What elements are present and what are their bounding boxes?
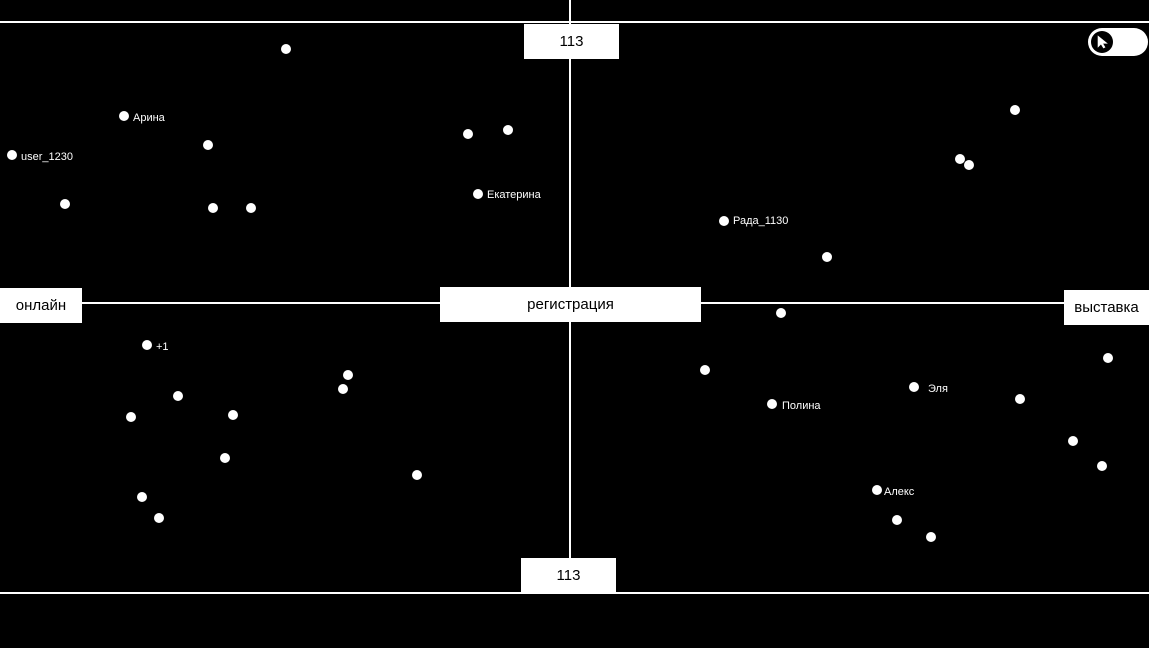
user-dot[interactable] [1010,105,1020,115]
user-dot[interactable] [1103,353,1113,363]
user-dot[interactable] [503,125,513,135]
user-label: Алекс [884,486,915,498]
user-label: Эля [928,383,948,395]
vertical-axis-line [569,0,571,558]
user-dot[interactable] [338,384,348,394]
left-axis-label-online[interactable]: онлайн [0,288,82,323]
bottom-border-line [0,592,1149,594]
user-dot[interactable] [776,308,786,318]
user-dot[interactable] [892,515,902,525]
user-dot[interactable] [926,532,936,542]
user-dot[interactable] [412,470,422,480]
bottom-count-badge: 113 [521,558,616,593]
user-dot[interactable] [126,412,136,422]
user-dot[interactable] [343,370,353,380]
user-dot[interactable] [463,129,473,139]
user-dot[interactable] [281,44,291,54]
user-dot[interactable] [208,203,218,213]
user-dot[interactable] [1068,436,1078,446]
user-dot[interactable] [119,111,129,121]
cursor-toggle[interactable] [1088,28,1148,56]
user-dot[interactable] [872,485,882,495]
top-count-badge: 113 [524,24,619,59]
user-dot[interactable] [822,252,832,262]
user-label: +1 [156,341,169,353]
user-dot[interactable] [719,216,729,226]
user-label: Екатерина [487,189,541,201]
user-dot[interactable] [228,410,238,420]
user-dot[interactable] [220,453,230,463]
user-dot[interactable] [955,154,965,164]
user-dot[interactable] [1097,461,1107,471]
user-dot[interactable] [909,382,919,392]
user-dot[interactable] [700,365,710,375]
user-label: Полина [782,400,821,412]
user-dot[interactable] [60,199,70,209]
user-dot[interactable] [964,160,974,170]
user-dot[interactable] [154,513,164,523]
user-dot[interactable] [1015,394,1025,404]
user-dot[interactable] [173,391,183,401]
user-label: Арина [133,112,165,124]
user-dot[interactable] [7,150,17,160]
user-dot[interactable] [137,492,147,502]
cursor-icon [1097,35,1108,49]
user-label: Рада_1130 [733,215,789,227]
user-dot[interactable] [203,140,213,150]
user-dot[interactable] [473,189,483,199]
center-axis-label-registration[interactable]: регистрация [440,287,701,322]
user-dot[interactable] [142,340,152,350]
user-dot[interactable] [767,399,777,409]
top-border-line [0,21,1149,23]
right-axis-label-exhibition[interactable]: выставка [1064,290,1149,325]
user-label: user_1230 [21,151,73,163]
toggle-knob [1091,31,1113,53]
user-dot[interactable] [246,203,256,213]
